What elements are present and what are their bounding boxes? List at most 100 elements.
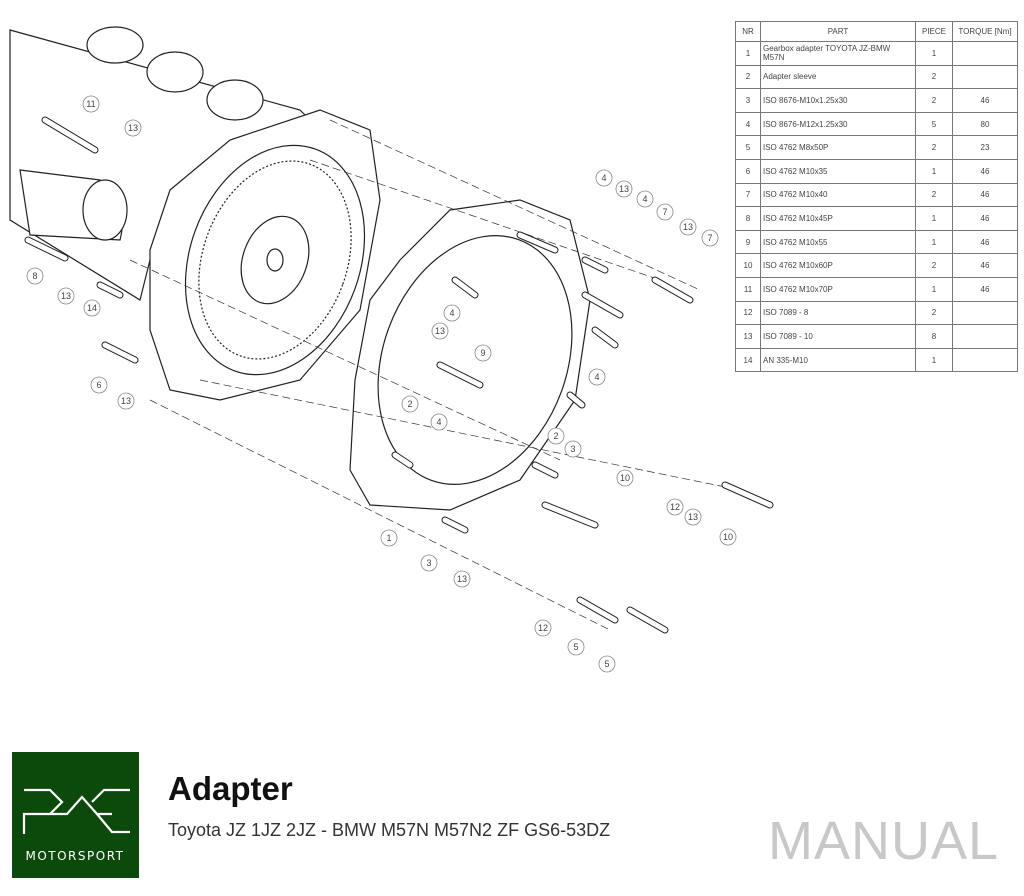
callout-label: 12 <box>538 623 548 633</box>
callout-label: 11 <box>86 99 95 109</box>
part-number: 2 <box>735 64 761 90</box>
callout-label: 13 <box>688 512 698 522</box>
callout-5: 5 <box>598 655 616 673</box>
torque: 46 <box>952 229 1018 255</box>
torque <box>952 347 1018 373</box>
callout-label: 9 <box>480 348 485 358</box>
bolt <box>25 237 68 261</box>
piece-count: 2 <box>915 135 953 160</box>
piece-count: 1 <box>915 229 953 255</box>
callout-12: 12 <box>534 619 552 637</box>
callout-7: 7 <box>701 229 719 247</box>
callout-3: 3 <box>420 554 438 572</box>
callouts: 1113813146134134713741394242313131012131… <box>26 95 737 673</box>
part-number: 8 <box>735 206 761 231</box>
piece-count: 2 <box>915 300 953 326</box>
document-title: Adapter <box>168 770 293 807</box>
piece-count: 2 <box>915 253 953 278</box>
callout-2: 2 <box>401 395 419 413</box>
torque: 46 <box>952 253 1018 278</box>
part-name: ISO 7089 - 10 <box>760 324 916 349</box>
part-number: 12 <box>735 300 761 326</box>
callout-10: 10 <box>616 469 634 487</box>
torque <box>952 41 1018 66</box>
exploded-assembly-drawing: 1113813146134134713741394242313131012131… <box>9 26 774 673</box>
callout-4: 4 <box>595 169 613 187</box>
piece-count: 2 <box>915 64 953 90</box>
part-name: AN 335-M10 <box>760 347 916 373</box>
piece-count: 2 <box>915 182 953 208</box>
part-number: 6 <box>735 158 761 184</box>
callout-label: 13 <box>61 291 71 301</box>
piece-count: 1 <box>915 347 953 373</box>
callout-label: 5 <box>604 659 609 669</box>
part-name: ISO 4762 M10x55 <box>760 229 916 255</box>
part-number: 10 <box>735 253 761 278</box>
callout-4: 4 <box>636 190 654 208</box>
torque: 46 <box>952 276 1018 302</box>
callout-label: 4 <box>594 372 599 382</box>
part-number: 5 <box>735 135 761 160</box>
callout-11: 11 <box>82 95 100 113</box>
logo-text: MOTORSPORT <box>25 849 124 863</box>
bolt <box>517 232 558 253</box>
bolt <box>542 502 598 528</box>
column-header: NR <box>735 21 761 42</box>
column-header: PART <box>760 21 916 42</box>
bolt <box>652 277 693 303</box>
callout-label: 13 <box>457 574 467 584</box>
callout-13: 13 <box>57 287 75 305</box>
bolt <box>627 607 668 633</box>
part-number: 4 <box>735 111 761 137</box>
callout-13: 13 <box>615 180 633 198</box>
callout-label: 12 <box>670 502 680 512</box>
callout-label: 4 <box>642 194 647 204</box>
callout-3: 3 <box>564 440 582 458</box>
logo-mark: MOTORSPORT <box>22 788 130 863</box>
piece-count: 1 <box>915 158 953 184</box>
bolt <box>582 292 623 318</box>
bolt <box>722 482 773 508</box>
callout-13: 13 <box>117 392 135 410</box>
callout-4: 4 <box>588 368 606 386</box>
callout-label: 4 <box>436 417 441 427</box>
torque <box>952 64 1018 90</box>
part-number: 14 <box>735 347 761 373</box>
callout-label: 7 <box>707 233 712 243</box>
dashed-alignment-lines <box>129 119 741 631</box>
part-number: 13 <box>735 324 761 349</box>
torque <box>952 300 1018 326</box>
bolt <box>532 462 558 478</box>
part-number: 9 <box>735 229 761 255</box>
callout-label: 13 <box>128 123 138 133</box>
callout-label: 14 <box>87 303 97 313</box>
callout-label: 2 <box>407 399 412 409</box>
callout-label: 4 <box>449 308 454 318</box>
callout-label: 10 <box>620 473 630 483</box>
callout-13: 13 <box>124 119 142 137</box>
part-number: 11 <box>735 276 761 302</box>
callout-label: 8 <box>32 271 37 281</box>
torque <box>952 324 1018 349</box>
bolt <box>567 392 585 408</box>
bolt <box>437 362 483 388</box>
piece-count: 1 <box>915 41 953 66</box>
part-name: Adapter sleeve <box>760 64 916 90</box>
callout-label: 13 <box>683 222 693 232</box>
adapter-plate <box>349 199 591 511</box>
part-name: ISO 4762 M8x50P <box>760 135 916 160</box>
bolt <box>42 117 98 153</box>
piece-count: 1 <box>915 206 953 231</box>
callout-4: 4 <box>443 304 461 322</box>
part-name: ISO 4762 M10x70P <box>760 276 916 302</box>
callout-label: 5 <box>573 642 578 652</box>
